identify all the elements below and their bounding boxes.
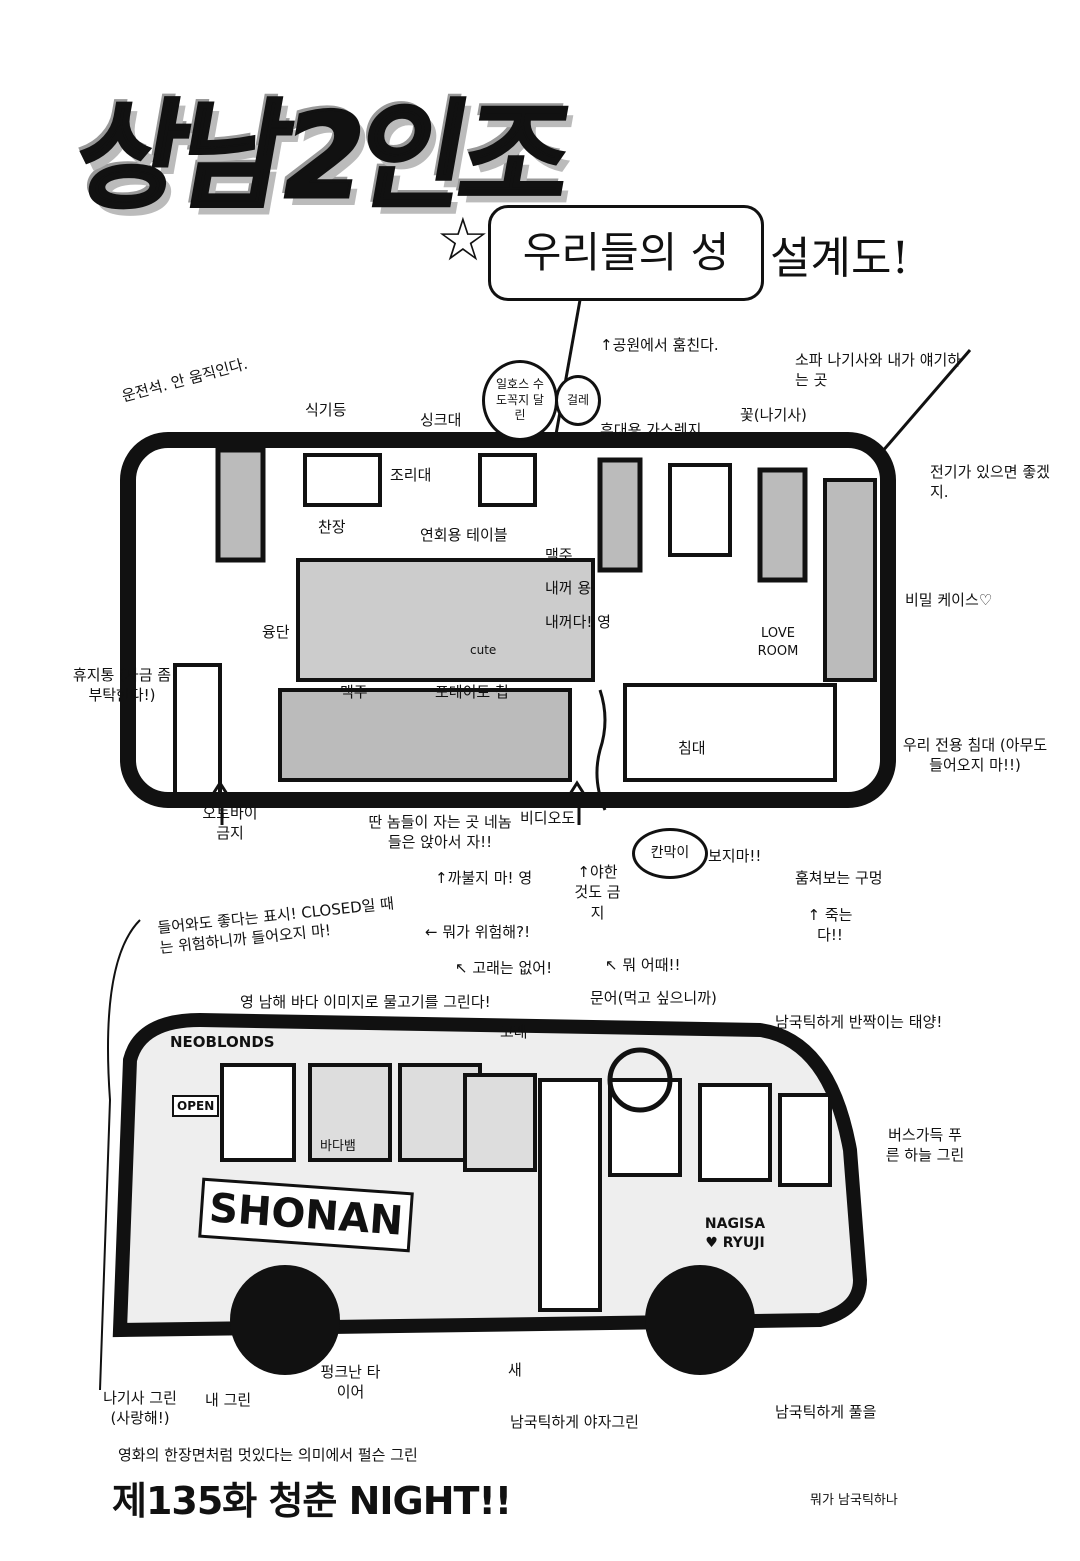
- label-neoblonds: NEOBLONDS: [170, 1033, 275, 1051]
- label-table: 연회용 테이블: [420, 526, 508, 544]
- label-love-room: LOVE ROOM: [757, 626, 799, 659]
- partition-bubble: 칸막이: [632, 828, 708, 879]
- label-beer-top: 맥주: [545, 546, 573, 564]
- chapter-title: 제135화 청춘 NIGHT!!: [112, 1479, 512, 1523]
- label-cute: cute: [470, 643, 497, 657]
- label-bird: 새: [508, 1361, 522, 1379]
- label-sink: 싱크대: [420, 411, 462, 429]
- subtitle-bubble: 우리들의 성: [488, 205, 764, 301]
- label-our-bed: 우리 전용 침대 (아무도 들어오지 마!!): [902, 736, 1048, 775]
- label-others-sleep: 딴 놈들이 자는 곳 네놈들은 앉아서 자!!: [368, 813, 512, 852]
- label-no-lewd: ↑야한 것도 금지: [574, 863, 621, 922]
- label-no-look: 보지마!!: [708, 847, 762, 865]
- label-electric: 전기가 있으면 좋겠지.: [930, 463, 1050, 502]
- label-palm: 남국틱하게 야자그린: [510, 1413, 639, 1431]
- label-whale: 고래: [500, 1023, 528, 1041]
- label-dish-rack: 식기등: [305, 401, 347, 419]
- label-dont-joke: ↑까불지 마! 영: [435, 869, 533, 887]
- label-sea-snake: 바다뱀: [320, 1139, 356, 1154]
- label-octopus: 문어(먹고 싶으니까): [590, 989, 717, 1007]
- subtitle-rest: 설계도!: [770, 233, 910, 284]
- label-beer-bottom: 맥주: [340, 683, 368, 701]
- footer-note: 뭐가 남국틱하나: [810, 1493, 898, 1508]
- label-rug: 융단: [262, 623, 290, 641]
- subtitle-bubble-text: 우리들의 성: [522, 227, 730, 277]
- label-flower: 꽃(나기사): [740, 406, 807, 424]
- star-icon: ☆: [436, 205, 490, 275]
- label-mine-1: 내꺼 용: [545, 579, 592, 597]
- label-mine-2: 내꺼다! 영: [545, 613, 611, 631]
- label-rag: 걸레: [566, 392, 590, 407]
- label-sky: 버스가득 푸른 하늘 그린: [885, 1126, 965, 1165]
- label-die: ↑ 죽는다!!: [807, 906, 853, 945]
- label-flat-tire: 펑크난 타이어: [320, 1363, 381, 1402]
- label-movie: 영화의 한장면처럼 멋있다는 의미에서 펄슨 그린: [118, 1446, 418, 1464]
- label-no-bike: 오토바이 금지: [202, 804, 258, 843]
- label-cupboard: 찬장: [318, 518, 346, 536]
- label-open: OPEN: [172, 1095, 220, 1118]
- label-i-drew: 내 그린: [205, 1391, 252, 1409]
- label-peephole: 훔쳐보는 구멍: [795, 869, 883, 887]
- label-counter: 조리대: [390, 466, 432, 484]
- label-grass: 남국틱하게 풀을: [775, 1403, 877, 1421]
- label-nagisa-ryuji: NAGISA ♥ RYUJI: [704, 1216, 766, 1251]
- label-so-what: ↖ 뭐 어때!!: [605, 956, 681, 974]
- hose-bubble: 일호스 수도꼭지 달린: [482, 360, 558, 441]
- label-nagisa-drew: 나기사 그린 (사랑해!): [103, 1389, 177, 1428]
- label-park: ↑공원에서 훔친다.: [600, 336, 719, 354]
- label-secret-case: 비밀 케이스♡: [905, 591, 993, 609]
- label-video: 비디오도: [520, 809, 576, 827]
- label-fish: 영 남해 바다 이미지로 물고기를 그린다!: [240, 993, 491, 1011]
- label-sun: 남국틱하게 반짝이는 태양!: [775, 1013, 943, 1031]
- label-no-whale: ↖ 고래는 없어!: [455, 959, 553, 977]
- label-chips: 포테이토 칩: [435, 683, 509, 701]
- rag-bubble: 걸레: [555, 375, 601, 426]
- label-bed: 침대: [678, 739, 706, 757]
- label-hose: 일호스 수도꼭지 달린: [496, 377, 544, 423]
- label-partition: 칸막이: [650, 845, 690, 862]
- label-sofa: 소파 나기사와 내가 얘기하는 곳: [795, 351, 962, 390]
- label-trash: 휴지통 (자금 좀 부탁한다!): [72, 666, 172, 705]
- label-stove: 휴대용 가스렌지: [600, 421, 702, 439]
- label-danger: ← 뭐가 위험해?!: [425, 923, 531, 941]
